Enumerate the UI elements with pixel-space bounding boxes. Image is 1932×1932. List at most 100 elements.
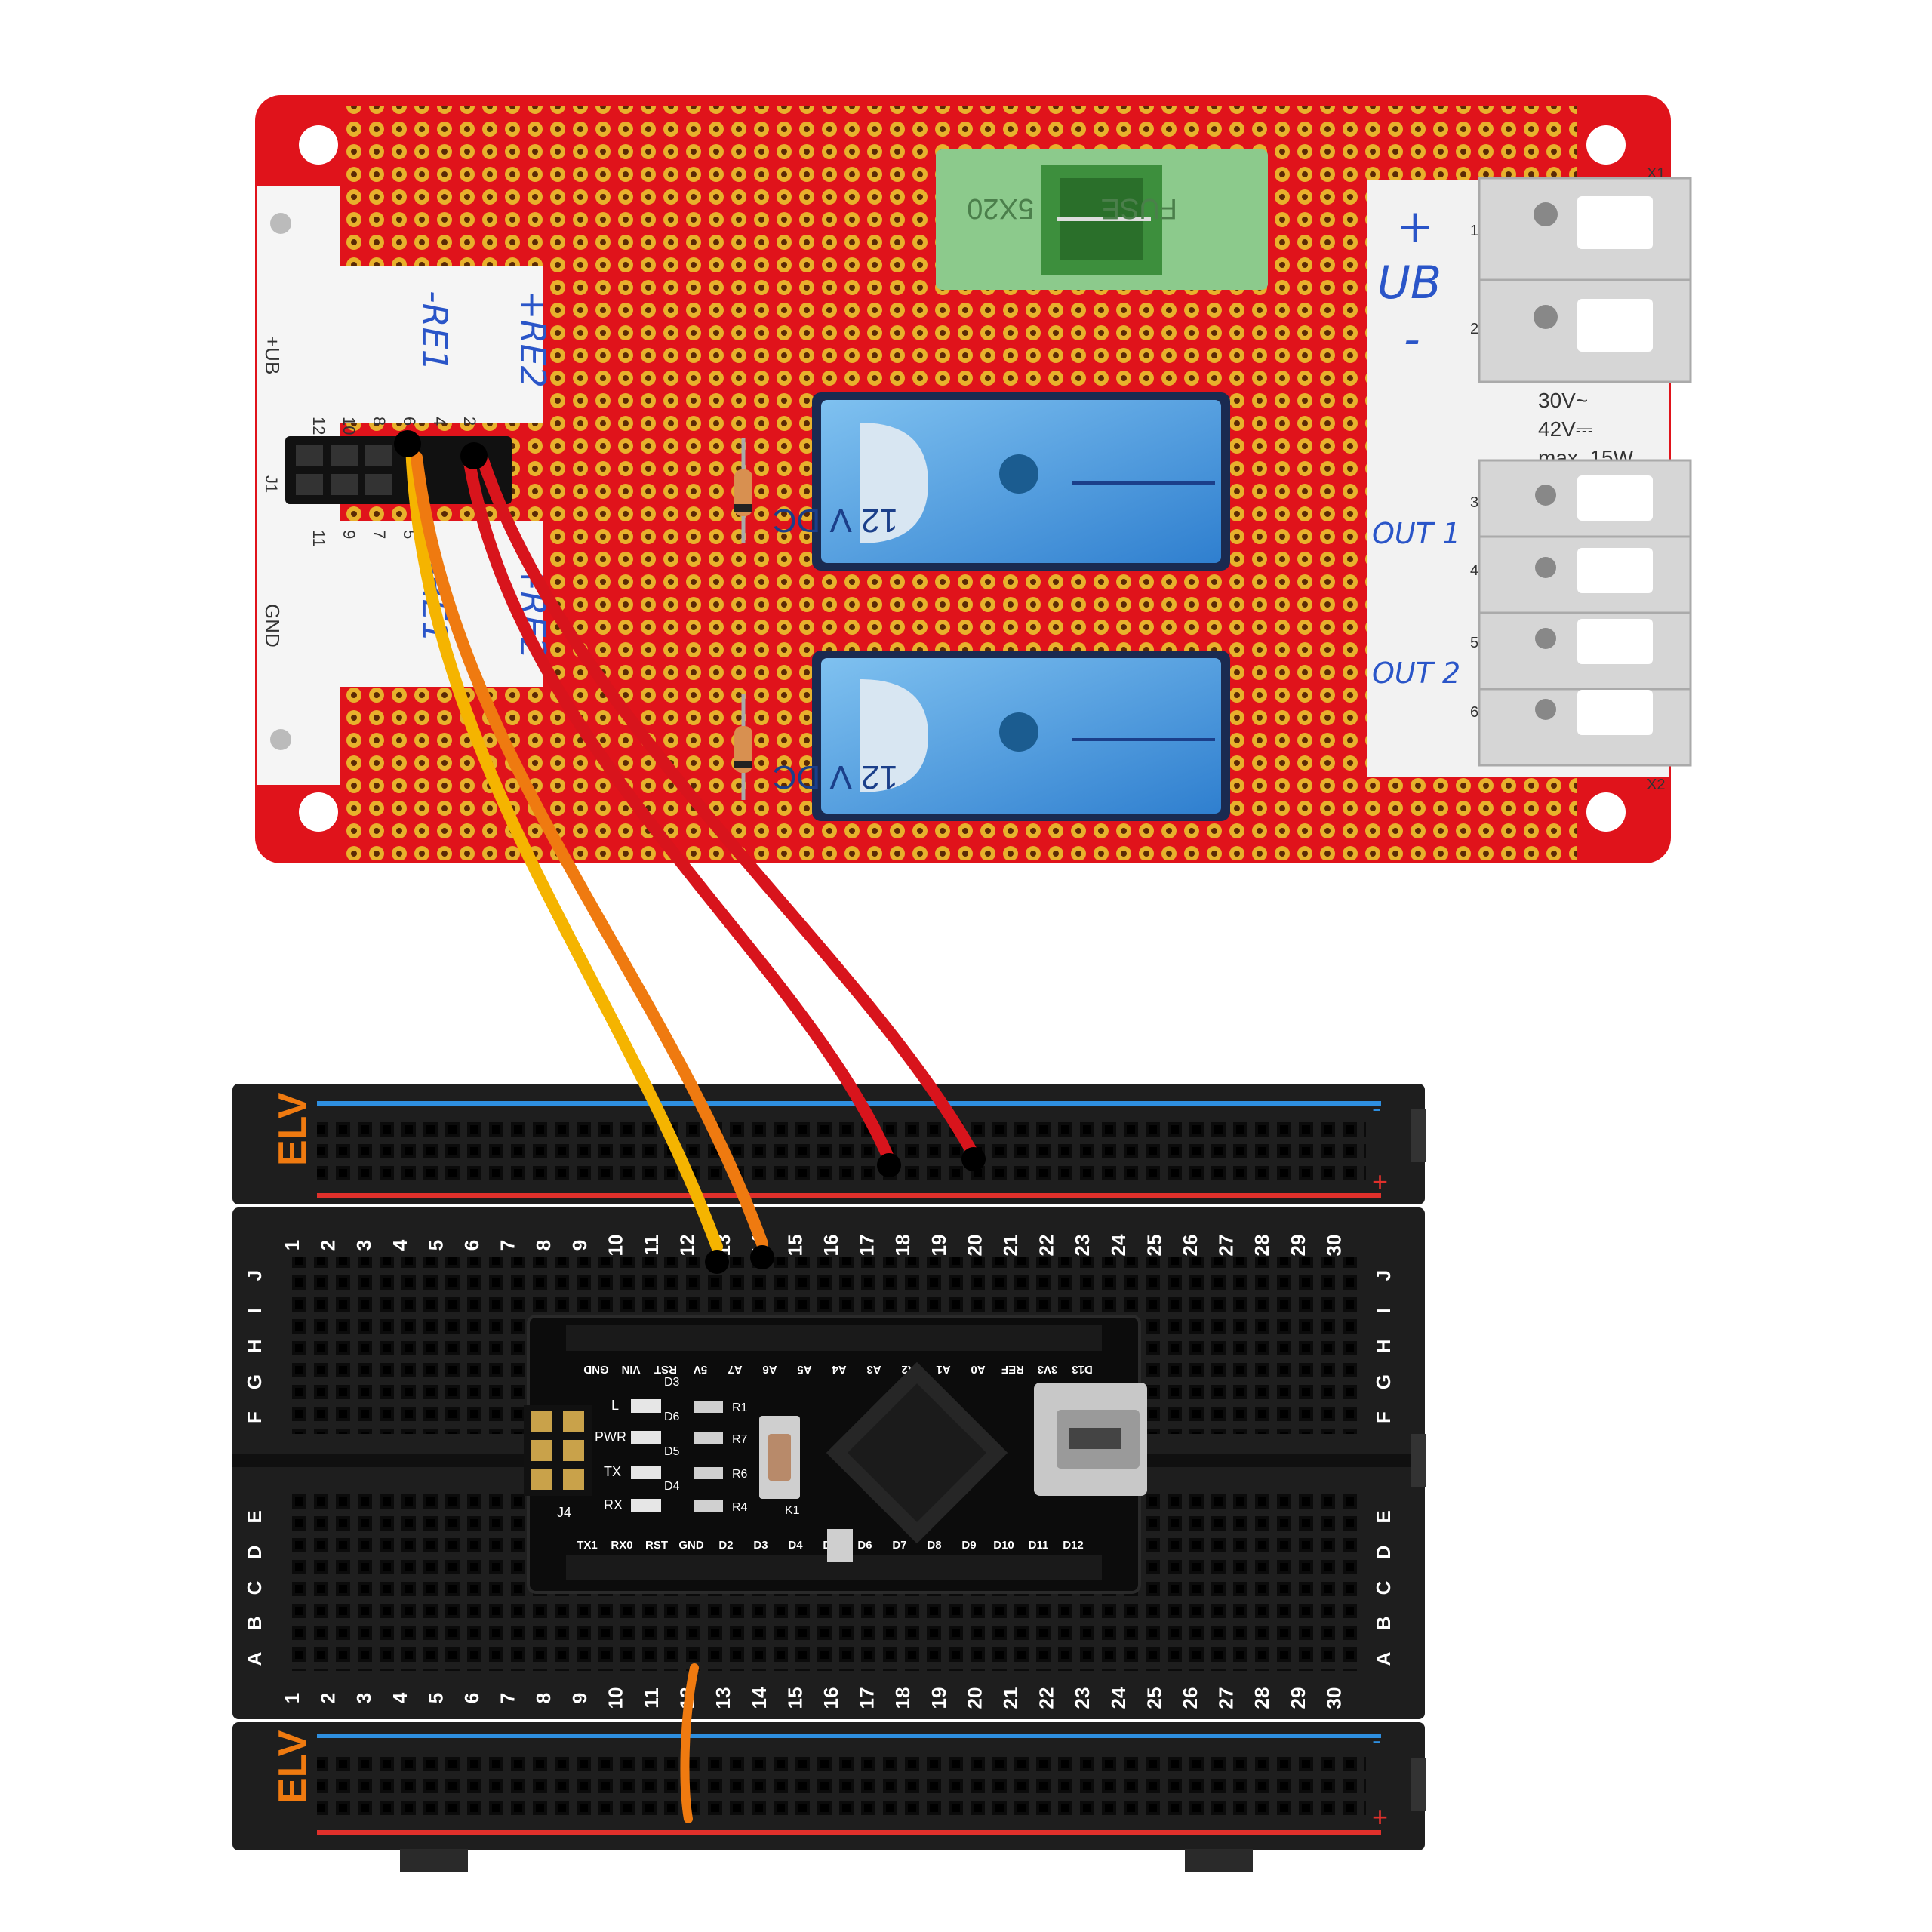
wire-red[interactable] bbox=[477, 454, 980, 1161]
column-number: 21 bbox=[999, 1235, 1022, 1257]
board-clip bbox=[1411, 1109, 1426, 1162]
icsp-header[interactable] bbox=[524, 1405, 592, 1496]
column-number: 4 bbox=[389, 1239, 411, 1251]
nano-pin-label: D7 bbox=[892, 1539, 906, 1552]
column-number: 13 bbox=[712, 1687, 734, 1709]
column-number: 10 bbox=[604, 1687, 626, 1709]
rail-minus-label: - bbox=[1372, 1724, 1381, 1755]
terminal-lever[interactable] bbox=[1577, 196, 1653, 249]
fuse-holder: FUSE 5X20 bbox=[936, 149, 1268, 290]
nano-header-top[interactable] bbox=[566, 1325, 1102, 1351]
nano-pin-label: RST bbox=[654, 1363, 677, 1376]
terminal-lever[interactable] bbox=[1577, 690, 1653, 735]
nano-pin-label: D11 bbox=[1029, 1539, 1049, 1552]
nano-pin-label: D10 bbox=[993, 1539, 1014, 1552]
fuse-label: FUSE bbox=[1101, 192, 1177, 224]
diode-1 bbox=[734, 438, 752, 543]
column-number: 2 bbox=[317, 1693, 340, 1703]
column-number: 28 bbox=[1251, 1235, 1273, 1257]
reset-button[interactable] bbox=[759, 1416, 800, 1499]
power-rail-bottom: ELV - + bbox=[232, 1722, 1425, 1850]
handwritten-plus: + bbox=[1396, 200, 1434, 253]
usb-connector[interactable] bbox=[1034, 1383, 1147, 1496]
nano-pin-label: D4 bbox=[788, 1539, 803, 1552]
row-letter: C bbox=[1372, 1580, 1395, 1595]
nano-led-column: L PWR TX RX D3 D6 D5 D4 R1 R7 R6 R4 J4 bbox=[557, 1376, 748, 1520]
nano-pin-label: D13 bbox=[1072, 1363, 1093, 1376]
power-rail-top: ELV - + bbox=[232, 1084, 1425, 1204]
row-letter: G bbox=[243, 1374, 266, 1389]
column-number: 26 bbox=[1179, 1235, 1201, 1257]
relay-2: 12 V DC bbox=[773, 651, 1230, 821]
row-letter: F bbox=[1372, 1411, 1395, 1423]
rating-line2: 42V⎓ bbox=[1538, 417, 1592, 441]
wire-orange[interactable] bbox=[411, 451, 768, 1250]
wire-orange-short[interactable] bbox=[680, 1663, 699, 1823]
row-letter: D bbox=[243, 1546, 266, 1560]
rail-plus-label: + bbox=[1372, 1166, 1388, 1197]
nano-pin-label: RX0 bbox=[611, 1539, 632, 1552]
nano-pin-label: A3 bbox=[866, 1363, 881, 1376]
row-letter: E bbox=[243, 1510, 266, 1523]
column-number: 28 bbox=[1251, 1687, 1273, 1709]
terminal-block-ub[interactable] bbox=[1478, 177, 1692, 383]
column-number: 30 bbox=[1322, 1235, 1345, 1257]
nano-bottom-pin-labels: TX1RX0RSTGNDD2D3D4D5D6D7D8D9D10D11D12 bbox=[577, 1539, 1084, 1552]
ref-label: K1 bbox=[785, 1504, 800, 1517]
rail-holes[interactable] bbox=[317, 1115, 1366, 1185]
column-number: 9 bbox=[568, 1240, 591, 1251]
relay-label: 12 V DC bbox=[773, 758, 898, 795]
column-number: 25 bbox=[1143, 1687, 1165, 1709]
wire-yellow[interactable] bbox=[405, 439, 723, 1253]
column-number: 29 bbox=[1287, 1235, 1309, 1257]
column-number: 30 bbox=[1322, 1687, 1345, 1709]
terminal-lever[interactable] bbox=[1577, 619, 1653, 664]
row-letter: D bbox=[1372, 1546, 1395, 1560]
column-number: 18 bbox=[891, 1235, 914, 1257]
rail-plus-label: + bbox=[1372, 1801, 1388, 1832]
nano-pin-label: GND bbox=[678, 1539, 704, 1552]
ref-label: D6 bbox=[664, 1411, 680, 1423]
handwritten-label: -RE1 bbox=[414, 291, 455, 371]
led bbox=[631, 1499, 661, 1512]
column-number: 8 bbox=[532, 1240, 555, 1251]
column-number: 6 bbox=[460, 1693, 483, 1703]
column-number: 7 bbox=[497, 1240, 519, 1251]
handwritten-out1: OUT 1 bbox=[1372, 517, 1460, 550]
column-number: 6 bbox=[460, 1240, 483, 1251]
terminal-lever[interactable] bbox=[1577, 475, 1653, 521]
terminal-lever[interactable] bbox=[1577, 548, 1653, 593]
column-number: 11 bbox=[640, 1235, 663, 1256]
led bbox=[631, 1466, 661, 1479]
pin-number: 12 bbox=[309, 417, 328, 435]
resistor bbox=[694, 1500, 723, 1512]
pin-number: 9 bbox=[340, 530, 358, 539]
row-letter: I bbox=[243, 1308, 266, 1313]
terminal-lever[interactable] bbox=[1577, 299, 1653, 352]
ref-label: R7 bbox=[732, 1433, 748, 1446]
screw-icon bbox=[270, 729, 291, 750]
rail-holes[interactable] bbox=[317, 1749, 1366, 1822]
pin-number: 10 bbox=[340, 417, 358, 435]
row-letter: H bbox=[1372, 1340, 1395, 1354]
resistor bbox=[694, 1432, 723, 1444]
nano-pin-label: D9 bbox=[961, 1539, 976, 1552]
mounting-hole bbox=[299, 125, 338, 165]
j1-pin-header[interactable] bbox=[285, 436, 512, 504]
terminal-number: 3 bbox=[1470, 494, 1478, 511]
column-number: 27 bbox=[1215, 1235, 1238, 1257]
terminal-number: 6 bbox=[1470, 704, 1478, 721]
pin-number: 4 bbox=[430, 417, 449, 426]
handwritten-ub: UB bbox=[1377, 257, 1441, 309]
terminal-number: 2 bbox=[1470, 321, 1478, 337]
row-letter: A bbox=[1372, 1651, 1395, 1666]
wire-red[interactable] bbox=[462, 447, 895, 1165]
led-label: TX bbox=[604, 1464, 621, 1479]
brand-logo: ELV bbox=[271, 1730, 315, 1804]
terminal-screw-icon bbox=[1535, 557, 1556, 578]
terminal-block-out[interactable] bbox=[1478, 459, 1692, 767]
label-j1: J1 bbox=[262, 475, 281, 493]
